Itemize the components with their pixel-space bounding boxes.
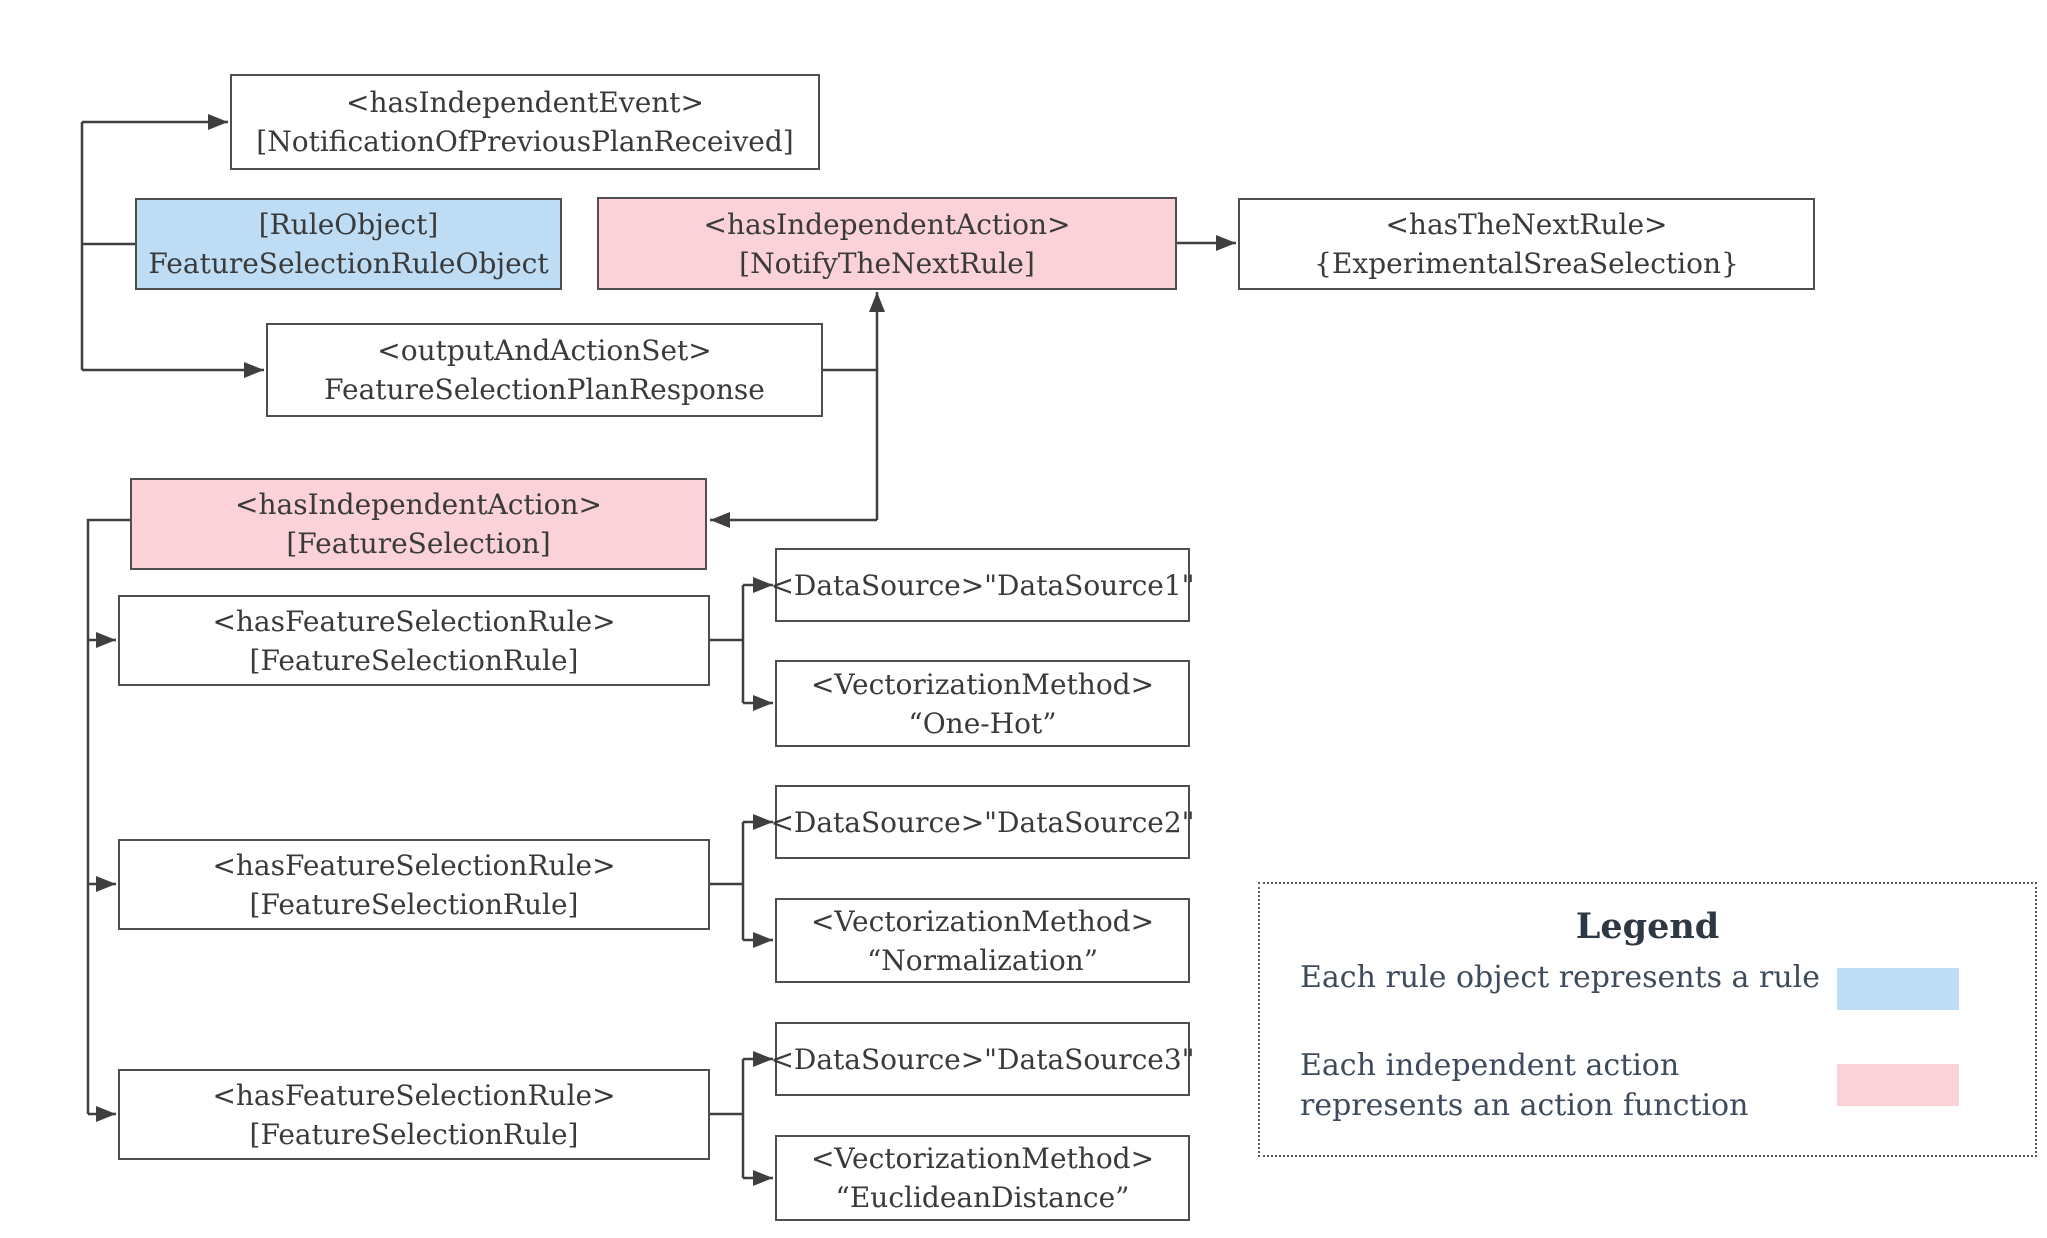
legend-swatch-action (1837, 1064, 1959, 1106)
node-feature-selection-rule-3: <hasFeatureSelectionRule> [FeatureSelect… (118, 1069, 710, 1160)
legend-item-action-line2: represents an action function (1300, 1088, 1749, 1123)
legend-title: Legend (1575, 906, 1720, 947)
node-text-line: <VectorizationMethod> (810, 1142, 1155, 1175)
node-text-line: <DataSource>"DataSource3" (770, 1042, 1195, 1076)
node-text-line: <hasIndependentEvent> (345, 86, 705, 119)
node-text-line: <outputAndActionSet> (377, 334, 712, 367)
node-text-line: [FeatureSelectionRule] (249, 643, 579, 677)
wire-fsr1-branch (710, 585, 745, 703)
node-text-line: <hasTheNextRule> (1385, 208, 1668, 241)
wire-fsr3-branch (710, 1059, 745, 1178)
node-text-line: [FeatureSelectionRule] (249, 887, 579, 921)
node-feature-selection-rule-2: <hasFeatureSelectionRule> [FeatureSelect… (118, 839, 710, 930)
node-output-and-action-set: <outputAndActionSet> FeatureSelectionPla… (266, 323, 823, 417)
node-rule-object: [RuleObject] FeatureSelectionRuleObject (135, 198, 562, 290)
node-text-line: <VectorizationMethod> (810, 904, 1155, 938)
node-text-line: <hasIndependentAction> (235, 488, 602, 521)
node-vectorization-normalization: <VectorizationMethod> “Normalization” (775, 898, 1190, 983)
legend-item-rule-label: Each rule object represents a rule (1300, 960, 1820, 995)
node-text-line: {ExperimentalSreaSelection} (1314, 247, 1739, 280)
node-has-independent-event: <hasIndependentEvent> [NotificationOfPre… (230, 74, 820, 170)
legend: Legend Each rule object represents a rul… (1258, 882, 2037, 1157)
wire-fsr2-branch (710, 822, 745, 940)
node-text-line: <VectorizationMethod> (810, 667, 1155, 701)
node-text-line: <hasFeatureSelectionRule> (212, 1078, 616, 1112)
node-text-line: “EuclideanDistance” (835, 1181, 1130, 1214)
node-datasource-2: <DataSource>"DataSource2" (770, 785, 1195, 859)
node-text-line: [FeatureSelection] (286, 527, 551, 560)
node-feature-selection-rule-1: <hasFeatureSelectionRule> [FeatureSelect… (118, 595, 710, 686)
node-text-line: <hasFeatureSelectionRule> (212, 848, 616, 882)
node-text-line: FeatureSelectionRuleObject (148, 247, 549, 280)
legend-item-action-line1: Each independent action (1300, 1048, 1680, 1083)
node-text-line: [NotificationOfPreviousPlanReceived] (256, 125, 794, 158)
node-text-line: FeatureSelectionPlanResponse (324, 373, 765, 406)
node-datasource-1: <DataSource>"DataSource1" (770, 548, 1195, 622)
node-datasource-3: <DataSource>"DataSource3" (770, 1022, 1195, 1096)
node-vectorization-one-hot: <VectorizationMethod> “One-Hot” (775, 660, 1190, 747)
node-text-line: [NotifyTheNextRule] (739, 246, 1035, 280)
node-text-line: [FeatureSelectionRule] (249, 1117, 579, 1151)
node-notify-the-next-rule: <hasIndependentAction> [NotifyTheNextRul… (597, 197, 1177, 290)
node-text-line: <DataSource>"DataSource1" (770, 568, 1195, 602)
node-has-the-next-rule: <hasTheNextRule> {ExperimentalSreaSelect… (1238, 198, 1815, 290)
legend-swatch-rule (1837, 968, 1959, 1010)
node-text-line: <hasFeatureSelectionRule> (212, 604, 616, 638)
node-text-line: “One-Hot” (908, 706, 1057, 740)
node-text-line: “Normalization” (866, 943, 1099, 977)
node-text-line: [RuleObject] (258, 208, 439, 241)
node-text-line: <hasIndependentAction> (703, 207, 1071, 241)
node-vectorization-euclidean-distance: <VectorizationMethod> “EuclideanDistance… (775, 1135, 1190, 1221)
node-text-line: <DataSource>"DataSource2" (770, 805, 1195, 839)
node-feature-selection-action: <hasIndependentAction> [FeatureSelection… (130, 478, 707, 570)
legend-item-action-label: Each independent action represents an ac… (1300, 1046, 1748, 1126)
wire-spine-bottom (86, 518, 130, 1114)
